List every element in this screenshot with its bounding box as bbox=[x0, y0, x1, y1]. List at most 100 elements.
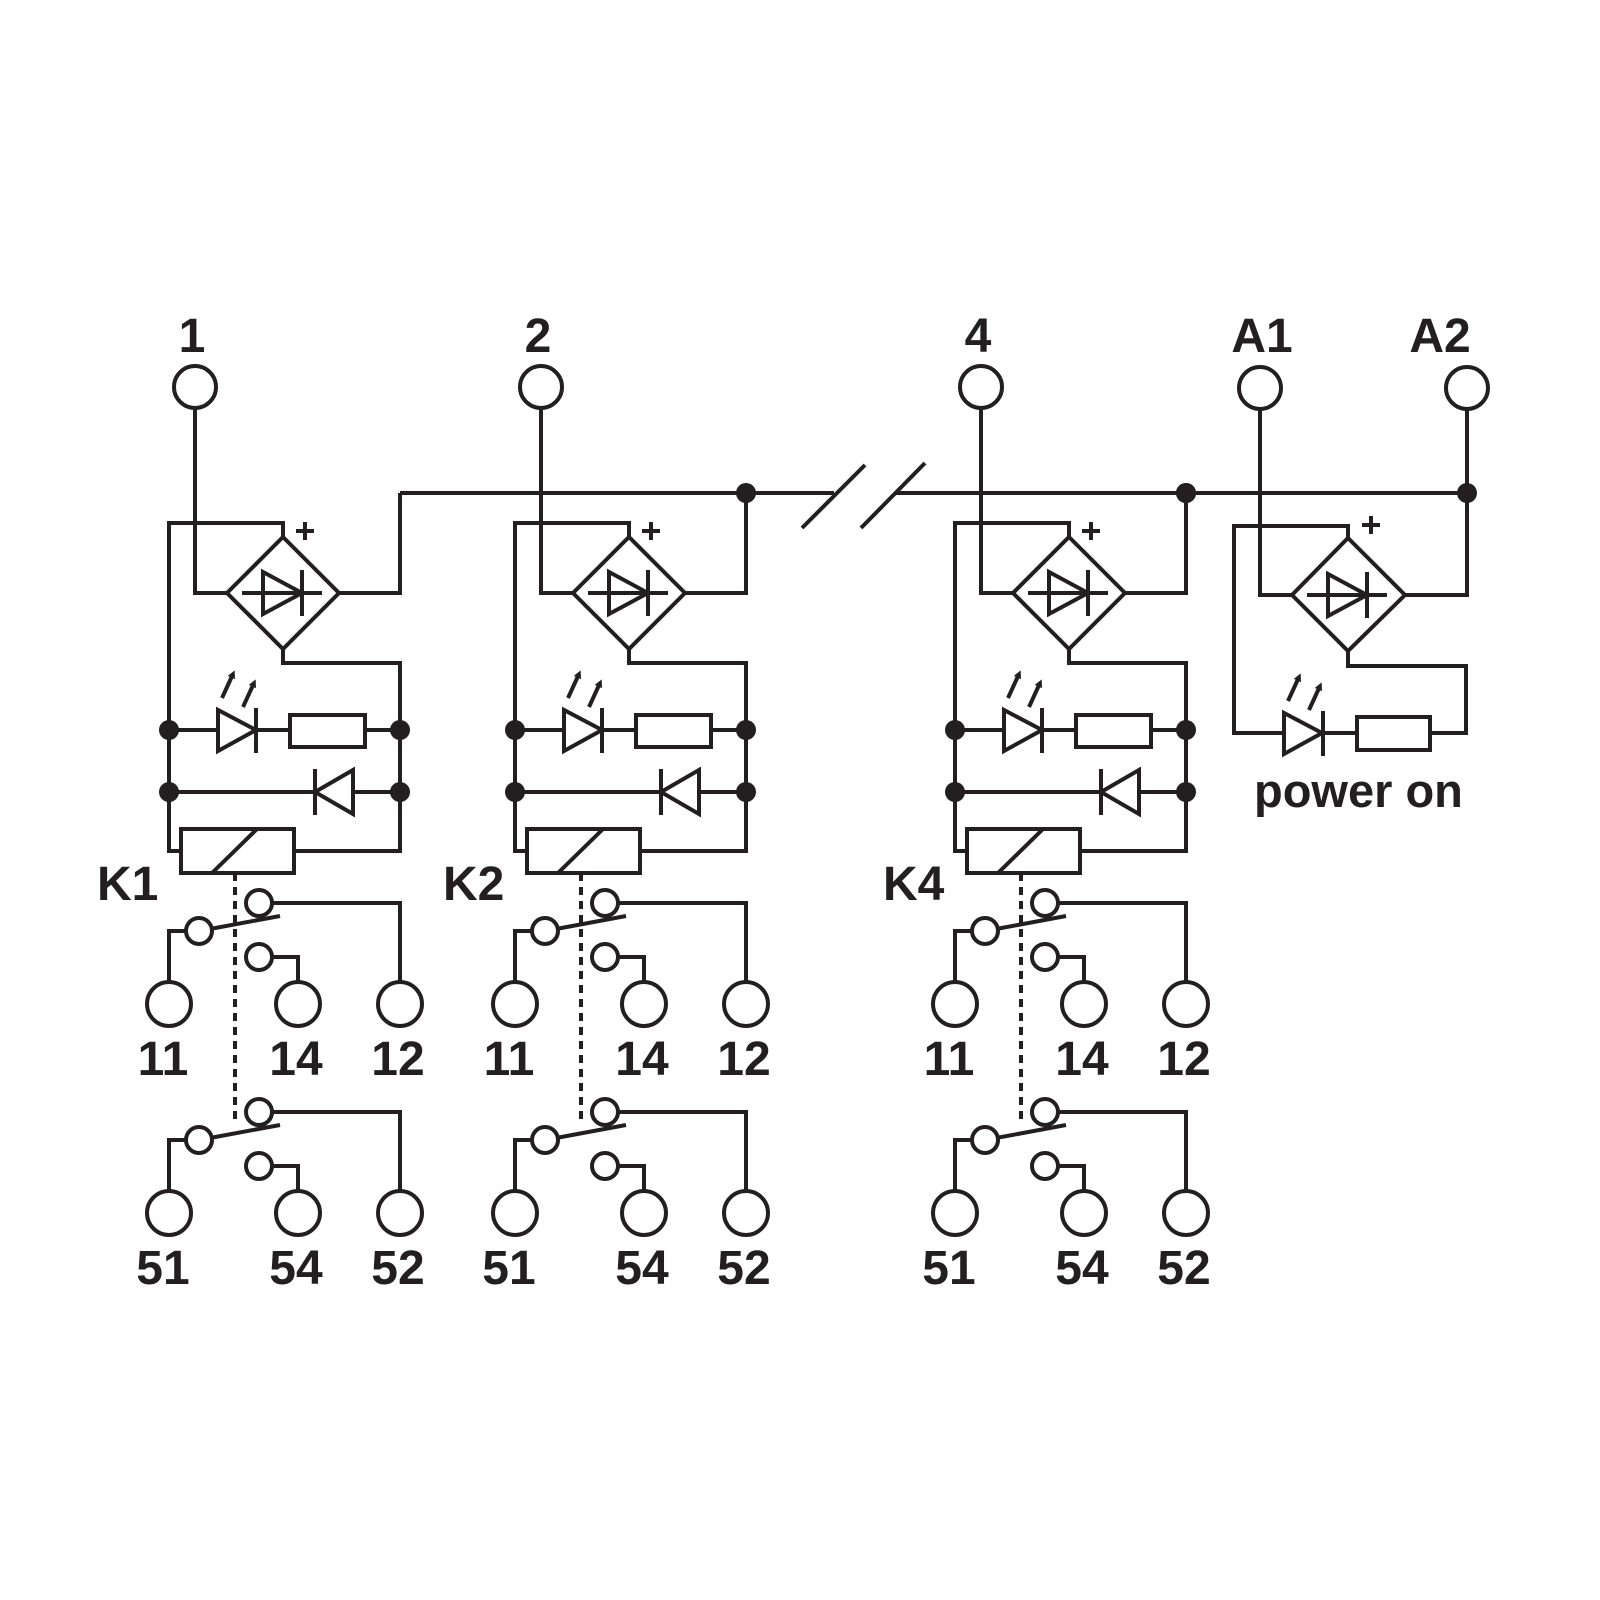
diode-icon bbox=[607, 568, 653, 618]
power-on-indicator-module: A1 A2 power on bbox=[1231, 310, 1490, 817]
wire bbox=[685, 493, 748, 595]
terminal-contact-label: 12 bbox=[1157, 1033, 1210, 1086]
terminal-contact-label: 12 bbox=[371, 1033, 424, 1086]
wire bbox=[953, 929, 972, 982]
terminal-contact[interactable] bbox=[1060, 980, 1108, 1028]
terminal-contact-label: 54 bbox=[269, 1242, 323, 1295]
terminal-input[interactable] bbox=[518, 364, 564, 410]
changeover-contact: 51 54 52 bbox=[482, 1097, 771, 1295]
led-bar bbox=[1040, 708, 1076, 753]
diode-icon bbox=[261, 568, 307, 618]
contact-lever bbox=[995, 1123, 1067, 1140]
terminal-contact-label: 51 bbox=[922, 1242, 975, 1295]
terminal-contact[interactable] bbox=[274, 980, 322, 1028]
terminal-contact-label: 51 bbox=[136, 1242, 189, 1295]
common-bus bbox=[400, 461, 1467, 530]
contact-no bbox=[244, 1151, 274, 1181]
contact-nc bbox=[244, 1097, 274, 1127]
contact-lever bbox=[209, 1123, 281, 1140]
wire bbox=[618, 1164, 646, 1191]
terminal-contact-label: 51 bbox=[482, 1242, 535, 1295]
terminal-contact[interactable] bbox=[931, 980, 979, 1028]
led-icon bbox=[216, 706, 261, 755]
relay-coil-icon bbox=[965, 827, 1082, 875]
contact-nc bbox=[244, 888, 274, 918]
wire bbox=[1067, 649, 1188, 853]
wire bbox=[272, 1110, 402, 1191]
terminal-contact[interactable] bbox=[491, 1189, 539, 1237]
light-arrow-icon bbox=[241, 679, 256, 708]
terminal-contact[interactable] bbox=[145, 980, 193, 1028]
wire bbox=[618, 901, 748, 982]
wire bbox=[193, 408, 227, 595]
terminal-contact-label: 54 bbox=[615, 1242, 669, 1295]
terminal-contact[interactable] bbox=[722, 1189, 770, 1237]
terminal-contact[interactable] bbox=[145, 1189, 193, 1237]
coil-diagonal bbox=[210, 827, 259, 875]
freewheel-diode-icon bbox=[1097, 766, 1141, 818]
terminal-contact-label: 14 bbox=[615, 1033, 669, 1086]
resistor-icon bbox=[1074, 713, 1153, 749]
terminal-contact[interactable] bbox=[1060, 1189, 1108, 1237]
changeover-contact: 51 54 52 bbox=[136, 1097, 425, 1295]
wire bbox=[167, 929, 186, 982]
contact-nc bbox=[590, 888, 620, 918]
coil-diagonal bbox=[996, 827, 1045, 875]
plus-sign bbox=[1082, 522, 1100, 540]
junction-dot bbox=[1457, 483, 1477, 503]
terminal-contact-label: 14 bbox=[1055, 1033, 1109, 1086]
terminal-contact-label: 12 bbox=[717, 1033, 770, 1086]
terminal-a2[interactable] bbox=[1444, 365, 1490, 411]
wire bbox=[979, 408, 1013, 595]
junction-dot bbox=[1176, 720, 1196, 740]
wire bbox=[539, 408, 573, 595]
contact-no bbox=[1030, 942, 1060, 972]
terminal-contact[interactable] bbox=[722, 980, 770, 1028]
led-icon bbox=[1002, 706, 1047, 755]
terminal-contact[interactable] bbox=[1162, 1189, 1210, 1237]
terminal-contact-label: 52 bbox=[371, 1242, 424, 1295]
terminal-contact[interactable] bbox=[620, 1189, 668, 1237]
wire bbox=[618, 1110, 748, 1191]
bus-break-marks bbox=[800, 461, 927, 530]
terminal-contact[interactable] bbox=[376, 1189, 424, 1237]
terminal-a1-label: A1 bbox=[1231, 310, 1292, 363]
junction-dot bbox=[736, 483, 756, 503]
terminal-contact-label: 11 bbox=[484, 1033, 535, 1086]
resistor-icon bbox=[288, 713, 367, 749]
wire bbox=[272, 955, 300, 982]
terminal-input[interactable] bbox=[958, 364, 1004, 410]
led-bar bbox=[254, 708, 290, 753]
light-arrow-icon bbox=[587, 679, 602, 708]
contact-nc bbox=[590, 1097, 620, 1127]
light-arrow-icon bbox=[566, 670, 581, 699]
junction-dot bbox=[505, 720, 525, 740]
wire bbox=[1058, 1110, 1188, 1191]
terminal-contact-label: 52 bbox=[717, 1242, 770, 1295]
terminal-contact[interactable] bbox=[620, 980, 668, 1028]
wire bbox=[953, 1138, 972, 1191]
terminal-contact[interactable] bbox=[274, 1189, 322, 1237]
light-arrow-icon bbox=[1027, 679, 1042, 708]
plus-sign bbox=[1362, 516, 1380, 534]
terminal-contact[interactable] bbox=[491, 980, 539, 1028]
wire bbox=[513, 929, 532, 982]
terminal-input[interactable] bbox=[172, 364, 218, 410]
contact-lever bbox=[209, 914, 281, 931]
contact-no bbox=[1030, 1151, 1060, 1181]
wire bbox=[627, 649, 748, 853]
terminal-a1[interactable] bbox=[1237, 365, 1283, 411]
light-arrow-icon bbox=[1006, 670, 1021, 699]
contact-no bbox=[590, 1151, 620, 1181]
contact-common bbox=[530, 916, 560, 946]
terminal-contact[interactable] bbox=[931, 1189, 979, 1237]
terminal-input-label: 4 bbox=[965, 310, 992, 363]
wire bbox=[339, 493, 402, 595]
terminal-contact[interactable] bbox=[1162, 980, 1210, 1028]
terminal-contact[interactable] bbox=[376, 980, 424, 1028]
